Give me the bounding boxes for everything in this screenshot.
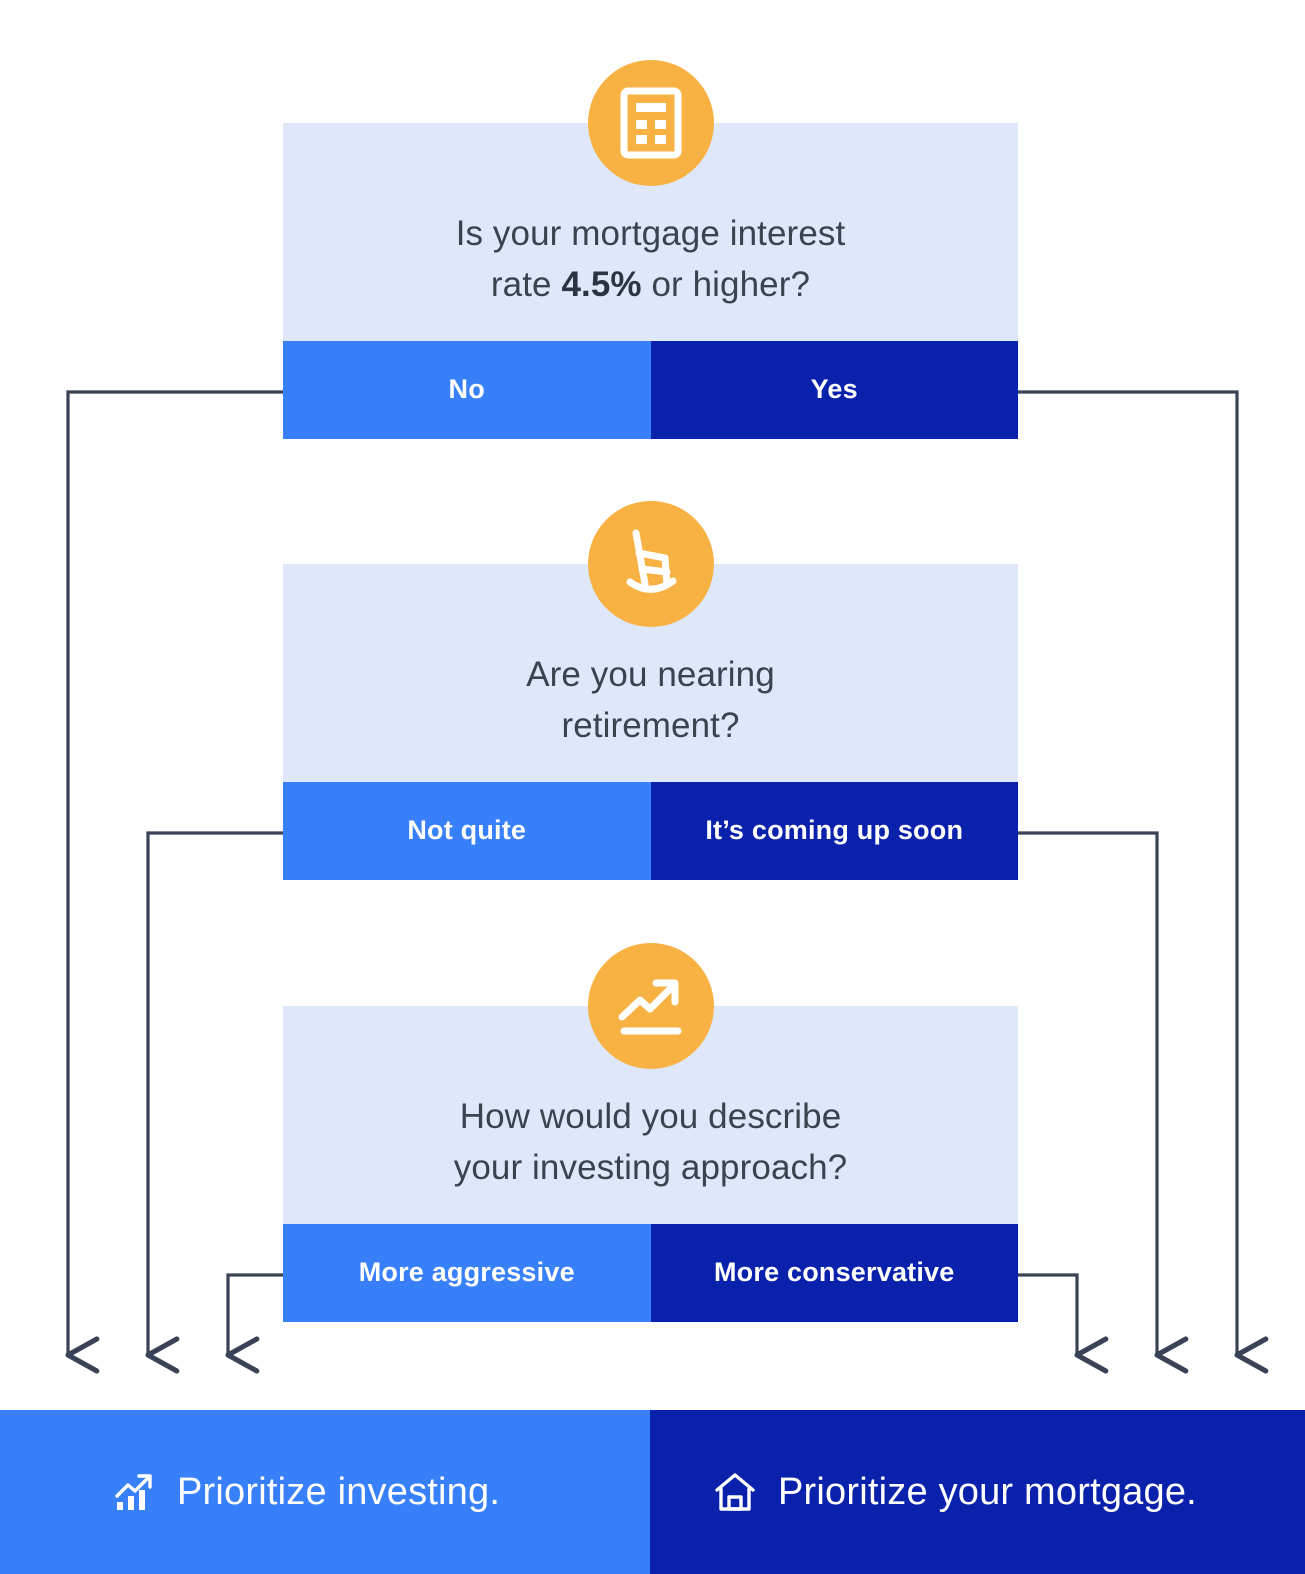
calculator-icon <box>587 60 714 186</box>
question-line-1: Are you nearing <box>526 655 775 694</box>
outcome-prioritize-investing[interactable]: Prioritize investing. <box>0 1410 650 1574</box>
house-icon <box>712 1470 758 1514</box>
decision-card-q1: Is your mortgage interest rate 4.5% or h… <box>283 60 1018 439</box>
answer-q2-not-quite[interactable]: Not quite <box>283 781 651 880</box>
rocking-chair-icon <box>587 501 714 627</box>
wire-q2-notquite <box>145 831 285 1374</box>
answers-q1: No Yes <box>283 340 1018 439</box>
wire-q3-conservative <box>1016 1273 1109 1374</box>
outcome-prioritize-mortgage[interactable]: Prioritize your mortgage. <box>650 1410 1305 1574</box>
question-text-q1: Is your mortgage interest rate 4.5% or h… <box>283 123 1018 341</box>
bar-chart-growth-icon <box>113 1470 157 1514</box>
answer-q2-coming-up-soon[interactable]: It’s coming up soon <box>650 781 1018 880</box>
question-line-2-suffix: or higher? <box>641 264 811 304</box>
answer-q3-more-aggressive[interactable]: More aggressive <box>283 1223 651 1322</box>
question-line-1: Is your mortgage interest <box>455 214 846 253</box>
decision-card-q2: Are you nearing retirement? Not quite It… <box>283 501 1018 880</box>
decision-card-q3: How would you describe your investing ap… <box>283 943 1018 1322</box>
wire-q3-aggressive <box>225 1273 285 1374</box>
wire-q1-no <box>65 390 285 1374</box>
question-text-q2: Are you nearing retirement? <box>283 564 1018 782</box>
question-text-q3: How would you describe your investing ap… <box>283 1006 1018 1224</box>
question-emphasis: 4.5% <box>561 264 642 304</box>
question-line-2: retirement? <box>561 705 740 745</box>
answer-q1-yes[interactable]: Yes <box>650 340 1018 439</box>
wire-q1-yes <box>1016 390 1269 1374</box>
wire-q2-soon <box>1016 831 1189 1374</box>
question-line-2-prefix: rate <box>490 264 562 304</box>
question-line-2: your investing approach? <box>453 1147 848 1187</box>
outcome-label-mortgage: Prioritize your mortgage. <box>778 1470 1197 1513</box>
answer-q3-more-conservative[interactable]: More conservative <box>650 1223 1018 1322</box>
question-line-1: How would you describe <box>459 1097 842 1136</box>
answers-q3: More aggressive More conservative <box>283 1223 1018 1322</box>
trend-up-icon <box>587 943 714 1069</box>
answers-q2: Not quite It’s coming up soon <box>283 781 1018 880</box>
answer-q1-no[interactable]: No <box>283 340 651 439</box>
outcome-bar: Prioritize investing. Prioritize your mo… <box>0 1410 1305 1574</box>
outcome-label-investing: Prioritize investing. <box>177 1470 501 1513</box>
